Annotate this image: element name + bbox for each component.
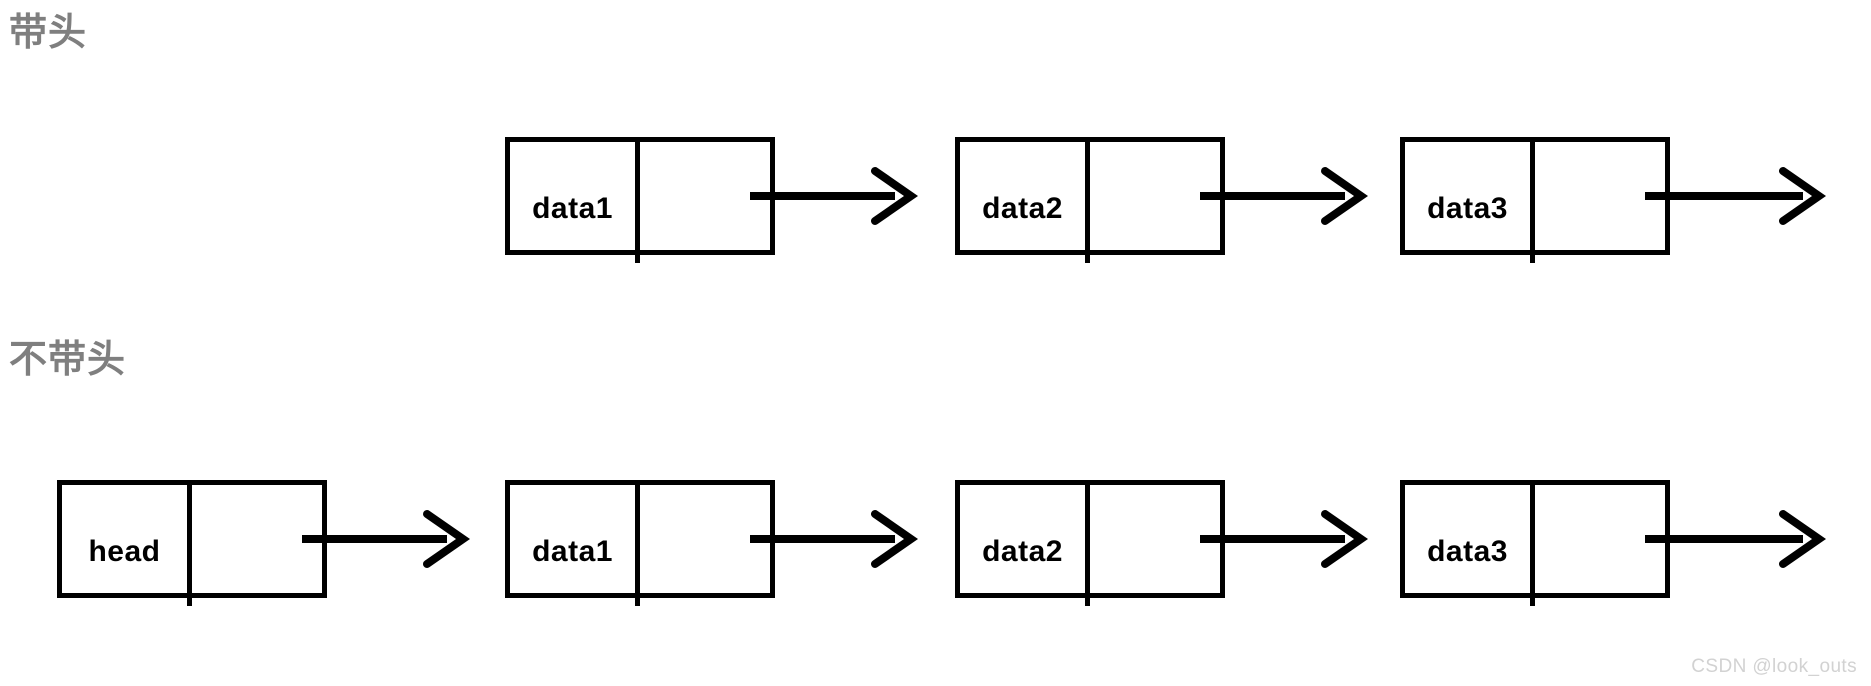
section-heading-without-head: 不带头 [9, 339, 127, 381]
arrow-head-icon [871, 508, 919, 570]
list-node-head[interactable]: head [57, 480, 327, 606]
node-data-cell: data1 [510, 142, 640, 263]
list-node[interactable]: data1 [505, 480, 775, 606]
node-label: data1 [532, 192, 613, 225]
list-node[interactable]: data2 [955, 137, 1225, 263]
node-pointer-arrow [302, 510, 471, 568]
node-label: head [88, 535, 161, 568]
node-pointer-arrow [1200, 510, 1369, 568]
node-divider-tail [1085, 597, 1090, 606]
node-data-cell: data3 [1405, 485, 1535, 606]
arrow-head-icon [1321, 508, 1369, 570]
node-label: data1 [532, 535, 613, 568]
node-label: data3 [1427, 535, 1508, 568]
section-heading-with-head: 带头 [9, 12, 88, 54]
node-label: data2 [982, 192, 1063, 225]
node-data-cell: head [62, 485, 192, 606]
node-divider-tail [1085, 254, 1090, 263]
node-divider-tail [1530, 597, 1535, 606]
node-pointer-arrow [1645, 510, 1827, 568]
arrow-line [1200, 192, 1345, 200]
linked-list-row-without-head: head data1 [0, 340, 1871, 686]
arrow-head-icon [1321, 165, 1369, 227]
node-data-cell: data3 [1405, 142, 1535, 263]
arrow-line [1200, 535, 1345, 543]
list-node[interactable]: data3 [1400, 137, 1670, 263]
node-pointer-arrow [750, 510, 919, 568]
arrow-head-icon [1779, 508, 1827, 570]
arrow-line [302, 535, 447, 543]
node-data-cell: data2 [960, 485, 1090, 606]
list-node[interactable]: data3 [1400, 480, 1670, 606]
node-divider-tail [1530, 254, 1535, 263]
node-data-cell: data2 [960, 142, 1090, 263]
arrow-line [750, 192, 895, 200]
node-pointer-arrow [1200, 167, 1369, 225]
arrow-line [750, 535, 895, 543]
arrow-line [1645, 192, 1803, 200]
node-label: data2 [982, 535, 1063, 568]
node-divider-tail [635, 254, 640, 263]
watermark: CSDN @look_outs [1691, 656, 1857, 677]
arrow-head-icon [1779, 165, 1827, 227]
node-pointer-arrow [750, 167, 919, 225]
node-label: data3 [1427, 192, 1508, 225]
linked-list-row-with-head: data1 data2 [0, 0, 1871, 340]
arrow-head-icon [423, 508, 471, 570]
node-pointer-arrow [1645, 167, 1827, 225]
node-divider-tail [187, 597, 192, 606]
arrow-line [1645, 535, 1803, 543]
arrow-head-icon [871, 165, 919, 227]
node-data-cell: data1 [510, 485, 640, 606]
list-node[interactable]: data1 [505, 137, 775, 263]
node-divider-tail [635, 597, 640, 606]
list-node[interactable]: data2 [955, 480, 1225, 606]
